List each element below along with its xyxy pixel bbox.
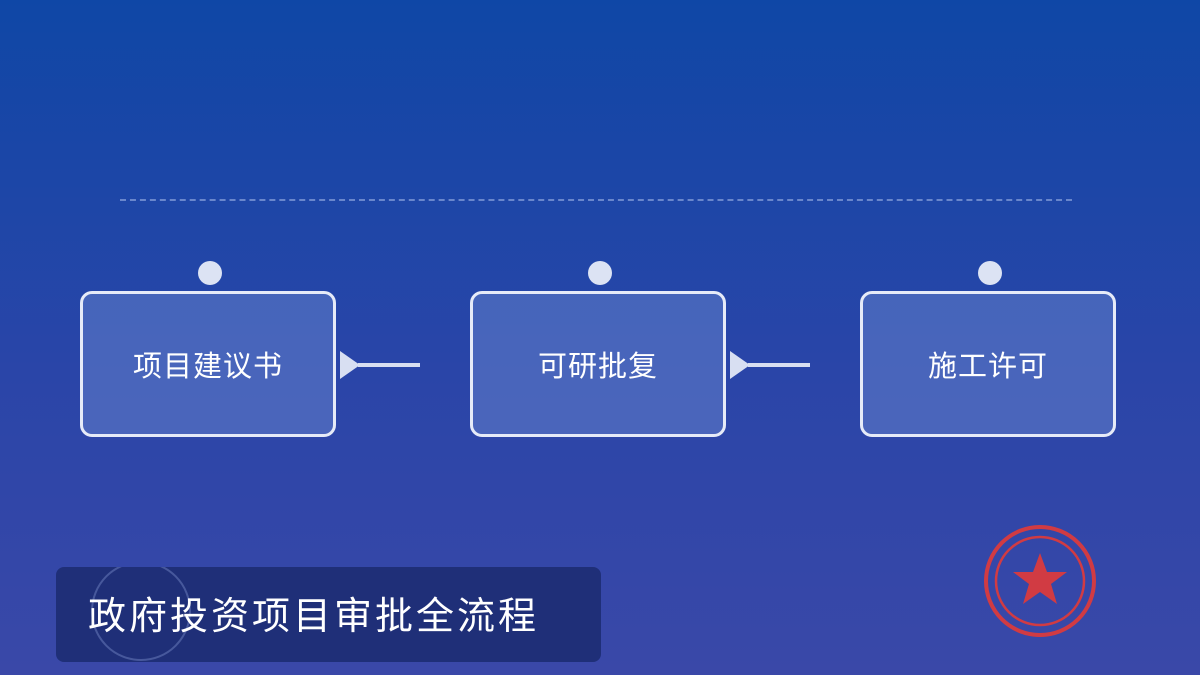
star-seal-icon — [984, 525, 1096, 637]
step-3-box[interactable]: 施工许可 — [860, 291, 1116, 437]
arrow-2-tip — [730, 351, 750, 379]
arrow-1-line — [358, 363, 420, 367]
title-bar: 政府投资项目审批全流程 — [56, 567, 601, 662]
arrow-1-tip — [340, 351, 360, 379]
step-1-label: 项目建议书 — [132, 349, 283, 383]
step-1-dot — [198, 261, 222, 285]
title-ring-decoration — [91, 567, 191, 661]
step-2-dot — [588, 261, 612, 285]
page-title: 政府投资项目审批全流程 — [88, 594, 540, 638]
arrow-2-line — [748, 363, 810, 367]
dashed-divider — [120, 199, 1072, 201]
step-2-label: 可研批复 — [537, 349, 658, 383]
step-3-dot — [978, 261, 1002, 285]
step-2-box[interactable]: 可研批复 — [470, 291, 726, 437]
star-icon — [1013, 553, 1067, 604]
step-1-box[interactable]: 项目建议书 — [80, 291, 336, 437]
step-3-label: 施工许可 — [927, 349, 1048, 383]
